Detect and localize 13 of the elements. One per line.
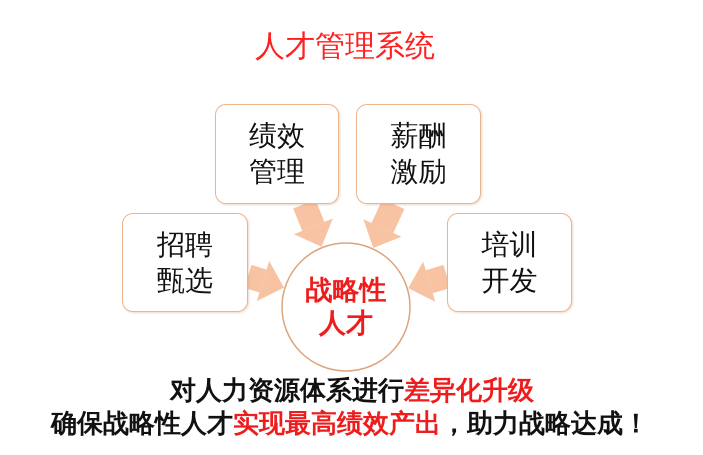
node-label: 绩效管理 xyxy=(248,118,306,190)
node-label: 薪酬激励 xyxy=(389,118,448,190)
rounded-box xyxy=(215,104,339,204)
rounded-box xyxy=(122,213,248,312)
summary-text: 对人力资源体系进行差异化升级 xyxy=(170,376,534,407)
node-label: 战略性人才 xyxy=(304,274,388,340)
rounded-box xyxy=(447,213,572,312)
node-label: 招聘甄选 xyxy=(156,226,214,298)
title: 人才管理系统 xyxy=(255,29,435,65)
rounded-box xyxy=(356,104,481,204)
summary-text: 确保战略性人才实现最高绩效产出，助力战略达成！ xyxy=(51,409,649,440)
node-label: 培训开发 xyxy=(480,226,538,298)
circle-node xyxy=(281,242,411,372)
